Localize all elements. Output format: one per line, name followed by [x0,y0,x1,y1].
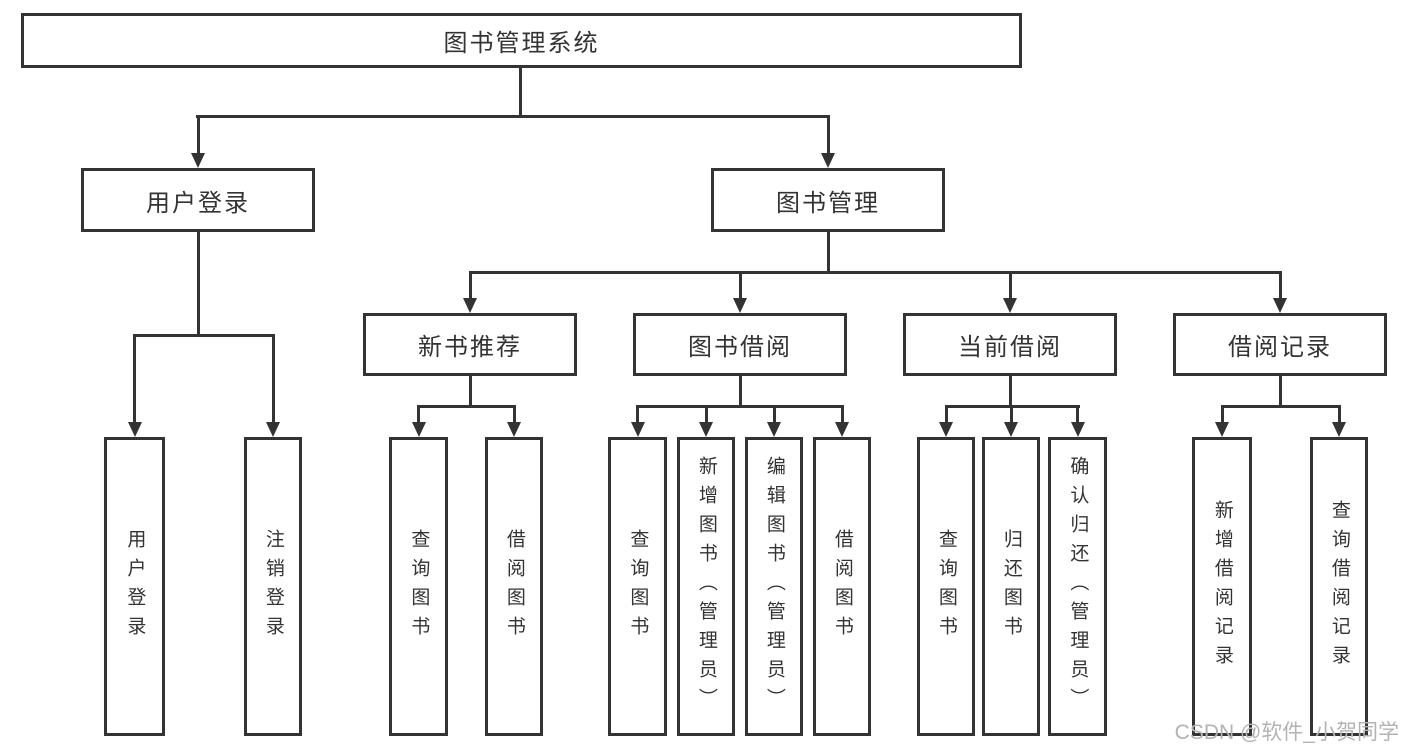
node-label: 图书管理系统 [443,30,600,57]
arrow-down-icon [1004,422,1018,437]
node-book-management: 图书管理 [711,168,945,232]
leaf-query-books-borrow: 查询图书 [608,437,667,736]
arrow-down-icon [821,153,835,168]
connector-vline [1278,376,1282,407]
arrow-down-icon [463,298,477,313]
leaf-add-book-admin: 新增图书（管理员） [677,437,735,736]
arrow-down-icon [411,422,426,437]
connector-hline [417,405,516,408]
connector-hline [133,334,275,337]
leaf-label: 归还图书 [1000,528,1022,645]
connector-vline [826,232,830,273]
arrow-down-icon [939,422,953,437]
connector-vline [468,376,472,407]
arrow-down-icon [733,298,747,313]
node-label: 图书借阅 [688,334,792,361]
leaf-borrow-books: 借阅图书 [813,437,871,736]
leaf-confirm-return-admin: 确认归还（管理员） [1048,437,1107,736]
arrow-down-icon [191,153,205,168]
connector-vline [519,68,522,118]
arrow-down-icon [507,422,521,437]
node-label: 借阅记录 [1228,334,1332,361]
connector-vline [826,115,830,155]
arrow-down-icon [266,422,280,437]
leaf-label: 用户登录 [124,528,146,645]
node-label: 新书推荐 [418,334,522,361]
node-new-book-recommendation: 新书推荐 [363,313,577,376]
leaf-add-borrow-record: 新增借阅记录 [1192,437,1252,736]
arrow-down-icon [1215,422,1229,437]
connector-vline [944,405,948,424]
connector-vline [133,334,136,424]
connector-vline [417,405,420,424]
connector-vline [196,115,200,155]
leaf-query-borrow-record: 查询借阅记录 [1310,437,1368,736]
arrow-down-icon [1332,422,1346,437]
leaf-label: 查询图书 [935,528,957,645]
leaf-label: 新增图书（管理员） [695,456,717,717]
connector-vline [196,232,200,336]
leaf-label: 注销登录 [262,528,284,645]
leaf-query-books-current: 查询图书 [917,437,975,736]
connector-vline [1220,405,1224,424]
leaf-label: 查询图书 [408,528,430,645]
leaf-borrow-books-recommend: 借阅图书 [485,437,543,736]
leaf-label: 新增借阅记录 [1211,499,1233,674]
leaf-label: 确认归还（管理员） [1067,456,1089,717]
node-user-login: 用户登录 [81,168,315,232]
arrow-down-icon [835,422,849,437]
connector-vline [1337,405,1341,424]
connector-vline [1076,405,1079,424]
arrow-down-icon [1070,422,1085,437]
leaf-query-books-recommend: 查询图书 [389,437,448,736]
connector-vline [738,376,742,407]
leaf-return-book: 归还图书 [982,437,1040,736]
leaf-label: 编辑图书（管理员） [763,456,785,717]
connector-vline [704,405,708,424]
arrow-down-icon [1003,298,1017,313]
connector-vline [738,271,742,300]
node-book-borrowing: 图书借阅 [633,313,847,376]
node-library-management-system: 图书管理系统 [21,13,1022,68]
arrow-down-icon [699,422,713,437]
leaf-label: 查询借阅记录 [1328,499,1350,674]
leaf-label: 查询图书 [627,528,649,645]
node-current-borrowing: 当前借阅 [903,313,1117,376]
connector-vline [1008,271,1012,300]
node-borrowing-records: 借阅记录 [1173,313,1387,376]
connector-hline [468,271,1282,274]
arrow-down-icon [127,422,142,437]
connector-vline [1278,271,1282,300]
connector-vline [840,405,844,424]
leaf-user-login: 用户登录 [104,437,165,736]
node-label: 用户登录 [146,189,250,217]
connector-vline [468,271,472,300]
leaf-logout: 注销登录 [244,437,302,736]
connector-vline [772,405,776,424]
connector-hline [1220,405,1341,408]
connector-hline [196,115,830,118]
connector-vline [512,405,516,424]
connector-vline [636,405,639,424]
csdn-watermark: CSDN @软件_小贺同学 [1174,721,1399,744]
arrow-down-icon [630,422,645,437]
connector-hline [636,405,844,408]
node-label: 当前借阅 [958,334,1062,361]
connector-vline [1009,405,1013,424]
arrow-down-icon [767,422,781,437]
connector-vline [271,334,275,424]
leaf-label: 借阅图书 [503,528,525,645]
node-label: 图书管理 [776,189,880,217]
arrow-down-icon [1273,298,1287,313]
leaf-edit-book-admin: 编辑图书（管理员） [745,437,803,736]
connector-vline [1008,376,1012,407]
leaf-label: 借阅图书 [831,528,853,645]
